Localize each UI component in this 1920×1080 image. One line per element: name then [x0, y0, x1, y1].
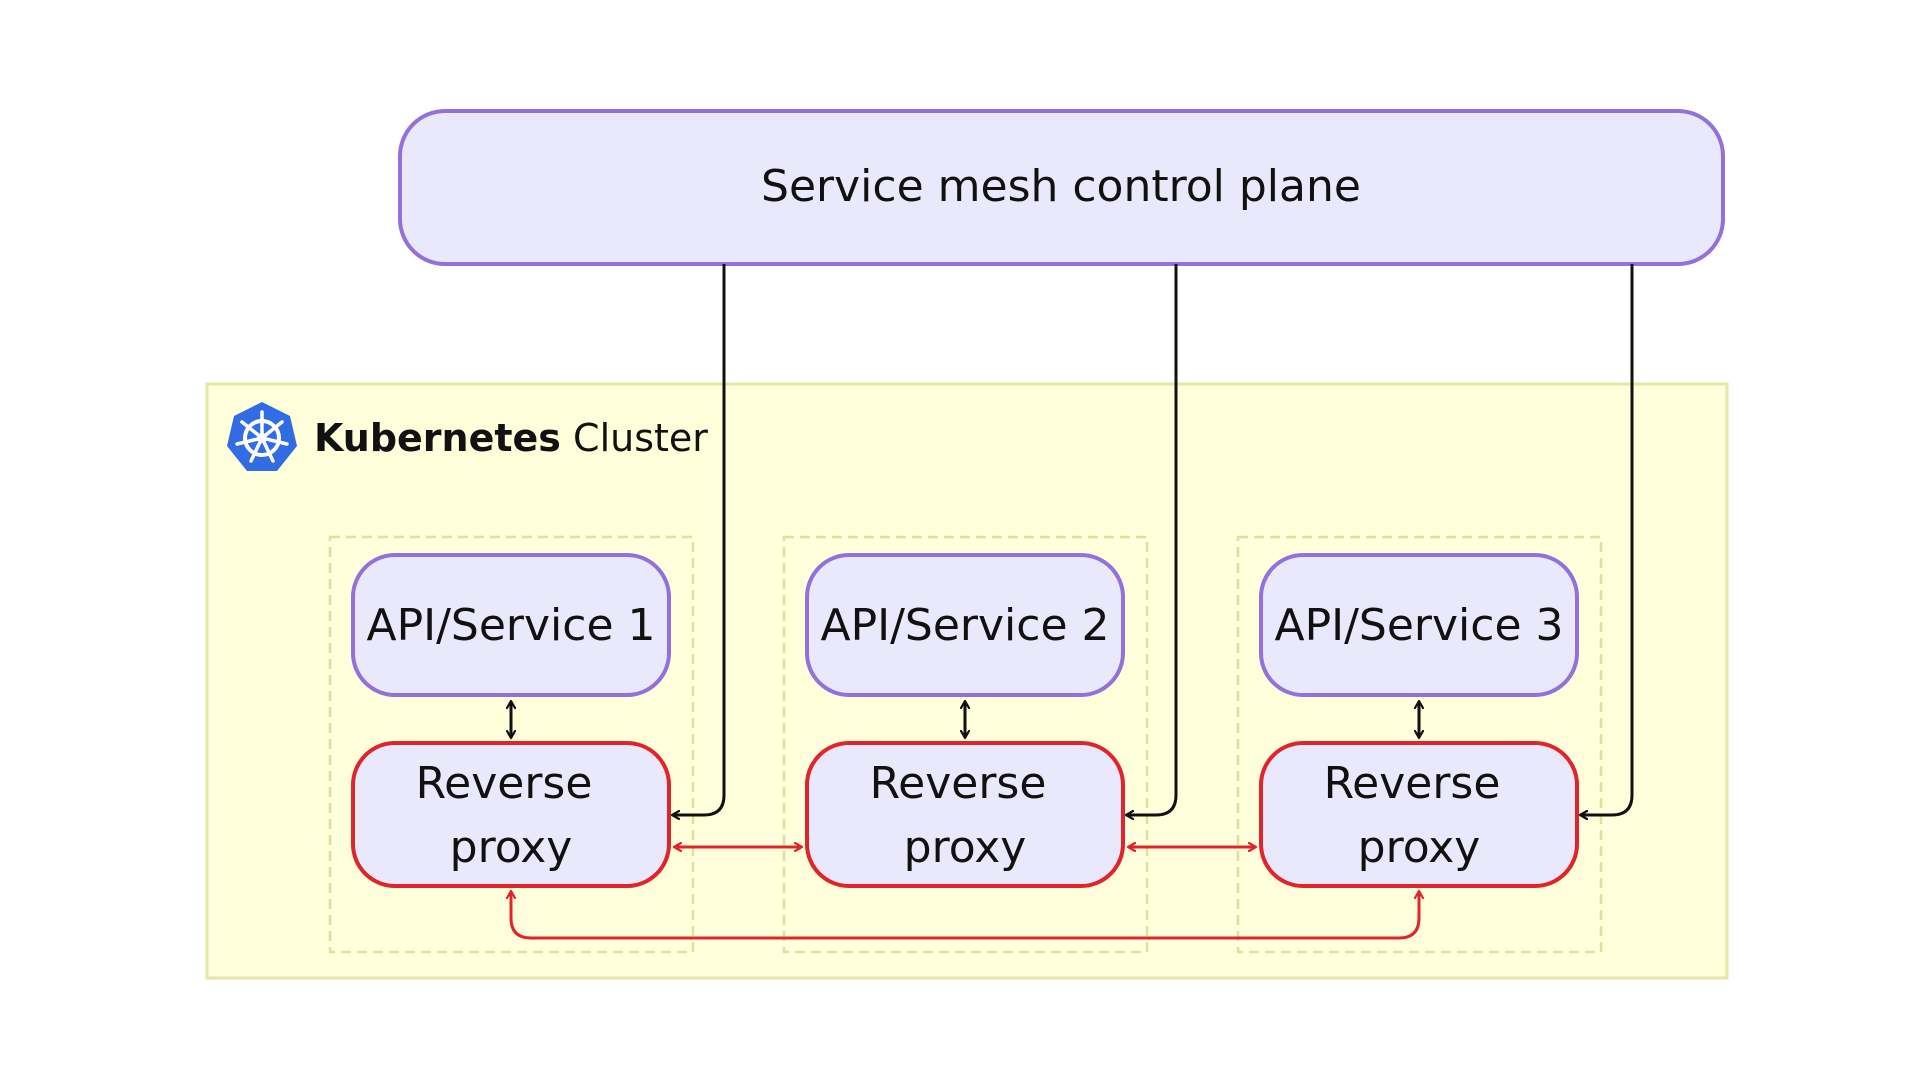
pod-box-1	[328, 535, 695, 954]
control-arrow-3	[1580, 264, 1634, 815]
proxy-node-3	[1259, 741, 1579, 888]
mesh-arrow-1-3	[511, 891, 1419, 940]
control-plane-label: Service mesh control plane	[761, 161, 1361, 212]
service-node-1	[351, 553, 671, 697]
control-arrow-2	[1126, 264, 1178, 815]
proxy-label-1-line1: Reverse	[416, 758, 593, 809]
control-plane-node	[398, 109, 1725, 266]
service-label-2: API/Service 2	[820, 600, 1109, 651]
service-label-3: API/Service 3	[1274, 600, 1563, 651]
service-label-1: API/Service 1	[366, 600, 655, 651]
pod-box-3	[1236, 535, 1603, 954]
proxy-label-1-line2: proxy	[450, 822, 573, 873]
proxy-label-2-line1: Reverse	[870, 758, 1047, 809]
service-node-3	[1259, 553, 1579, 697]
proxy-label-3-line1: Reverse	[1324, 758, 1501, 809]
proxy-node-1	[351, 741, 671, 888]
proxy-label-1: Reverse proxy	[416, 758, 607, 873]
kubernetes-icon	[227, 402, 297, 471]
pod-box-2	[782, 535, 1149, 954]
service-node-2	[805, 553, 1125, 697]
proxy-node-2	[805, 741, 1125, 888]
cluster-title-regular: Cluster	[573, 416, 708, 460]
proxy-label-3: Reverse proxy	[1324, 758, 1515, 873]
proxy-label-2: Reverse proxy	[870, 758, 1061, 873]
proxy-label-3-line2: proxy	[1358, 822, 1481, 873]
cluster-title-bold: Kubernetes	[314, 416, 561, 460]
cluster-title: Kubernetes Cluster	[314, 416, 708, 460]
control-arrow-1	[672, 264, 726, 815]
proxy-label-2-line2: proxy	[904, 822, 1027, 873]
